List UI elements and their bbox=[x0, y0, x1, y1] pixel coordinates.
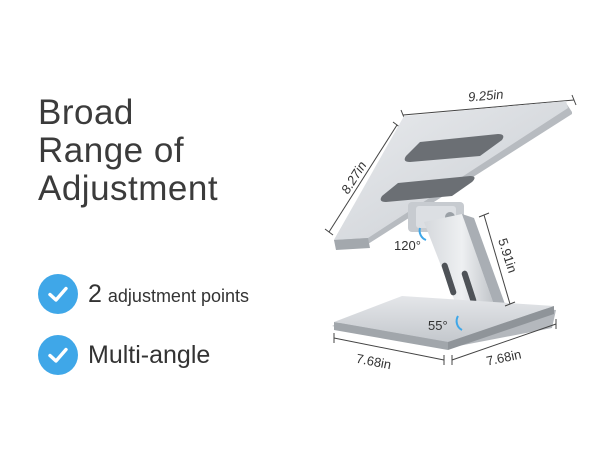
headline-line-1: Broad bbox=[38, 93, 134, 132]
headline-line-2: Range of bbox=[38, 131, 185, 170]
feature-label: Multi-angle bbox=[88, 340, 211, 369]
top-plate bbox=[334, 101, 572, 250]
dimension-top-width: 9.25in bbox=[467, 86, 505, 105]
checkmark-circle-icon bbox=[38, 274, 78, 314]
stand-base bbox=[332, 296, 556, 350]
feature-number: 2 bbox=[88, 279, 102, 308]
headline: Broad Range of Adjustment bbox=[38, 94, 318, 208]
angle-upper-label: 120° bbox=[394, 238, 421, 253]
angle-marker-upper bbox=[418, 227, 427, 241]
dimension-line-base-left bbox=[333, 333, 445, 365]
dimension-line-base-right bbox=[451, 319, 557, 365]
angle-lower-label: 55° bbox=[428, 318, 448, 333]
checkmark-circle-icon bbox=[38, 335, 78, 375]
angle-marker-lower bbox=[455, 315, 463, 331]
headline-line-3: Adjustment bbox=[38, 169, 219, 208]
feature-label: adjustment points bbox=[107, 285, 249, 306]
dimension-line-arm bbox=[478, 212, 516, 307]
feature-multi-angle: Multi-angle bbox=[38, 335, 210, 375]
support-arm bbox=[424, 214, 510, 330]
